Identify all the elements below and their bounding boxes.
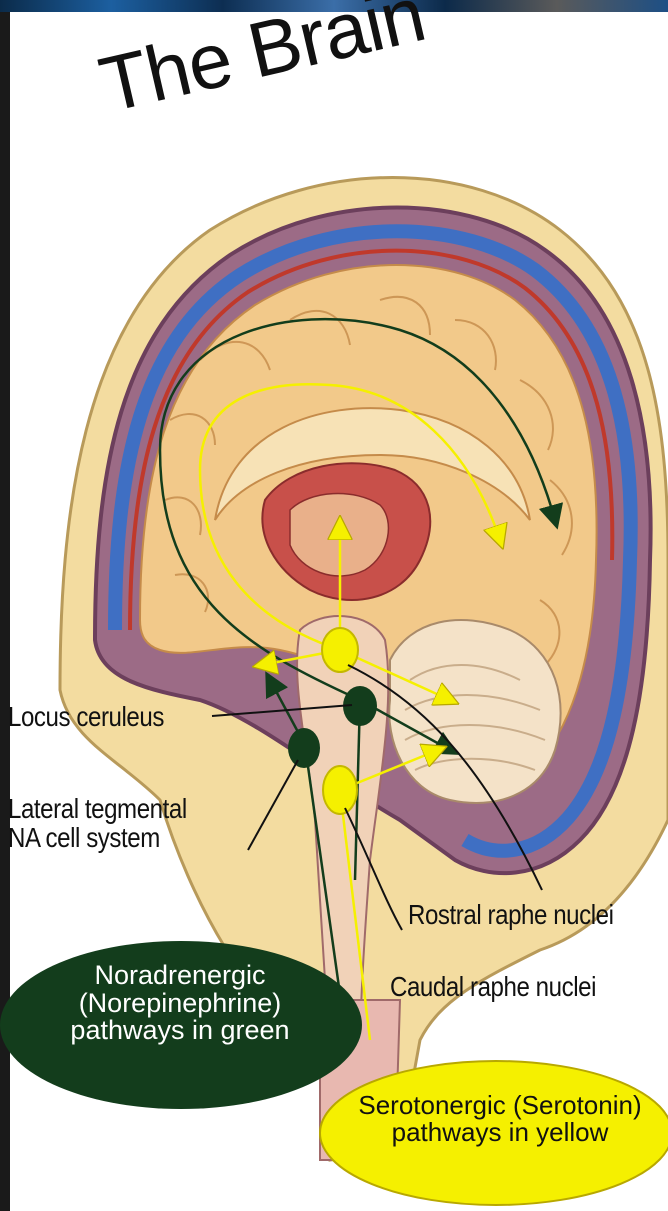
serotonergic-legend-text: Serotonergic (Serotonin) pathways in yel… <box>340 1092 660 1145</box>
rostral-raphe-label: Rostral raphe nuclei <box>408 900 614 929</box>
lateral-tegmental-nucleus <box>288 728 320 768</box>
rostral-raphe-nucleus <box>322 628 358 672</box>
caudal-raphe-nucleus <box>323 766 357 814</box>
noradrenergic-legend-text: Noradrenergic (Norepinephrine) pathways … <box>20 962 340 1045</box>
lateral-tegmental-label: Lateral tegmental NA cell system <box>8 794 187 853</box>
caudal-raphe-label: Caudal raphe nuclei <box>390 972 596 1001</box>
locus-ceruleus-label: Locus ceruleus <box>8 702 164 731</box>
